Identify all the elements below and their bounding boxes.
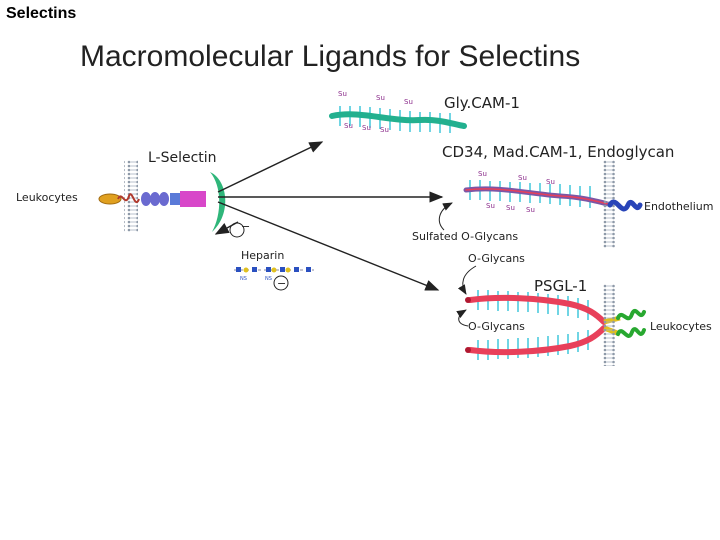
glycam-sulfate-5: Su (362, 124, 371, 132)
glycam-sulfate-6: Su (380, 126, 389, 134)
sulfated-oglycans-pointer (438, 202, 453, 231)
glycam-sulfate-1: Su (338, 90, 347, 98)
cd34-sulfate-1: Su (478, 170, 487, 178)
cd34-sulfate-3: Su (546, 178, 555, 186)
psgl-chain-lower (467, 325, 607, 356)
cd34-sulfate-6: Su (526, 206, 535, 214)
psgl-cytoplasmic-upper (616, 308, 646, 321)
slide-label: Selectins (6, 5, 77, 22)
inhibit-circle-lower (273, 275, 289, 291)
glycam-label: Gly.CAM-1 (444, 94, 520, 112)
cd34-sulfate-4: Su (486, 202, 495, 210)
cd34-core (465, 188, 609, 205)
endothelium-anchor (607, 199, 643, 212)
l-selectin-domains (141, 191, 206, 207)
cd34-sulfate-5: Su (506, 204, 515, 212)
oglycans-top-label: O-Glycans (468, 252, 525, 265)
cd34-label: CD34, Mad.CAM-1, Endoglycan (442, 143, 674, 161)
sulfated-oglycans-label: Sulfated O-Glycans (412, 230, 518, 243)
lectin-domain (210, 172, 226, 232)
endothelium-label: Endothelium (644, 200, 714, 213)
glycam-sulfate-3: Su (404, 98, 413, 106)
leukocyte-membrane (124, 160, 138, 232)
inhibit-circle-upper (229, 222, 245, 238)
egf-domain (180, 191, 206, 207)
inhibit-symbol-lower: − (277, 277, 286, 290)
glycam-sulfate-2: Su (376, 94, 385, 102)
psgl-cytoplasmic-lower (616, 327, 646, 338)
oglycans-bottom-label: O-Glycans (468, 320, 525, 333)
leukocytes-right-label: Leukocytes (650, 320, 712, 333)
leukocytes-left-label: Leukocytes (16, 191, 78, 204)
membrane-anchor (98, 193, 122, 205)
oglycans-top-pointer (457, 265, 477, 295)
diagram-title: Macromolecular Ligands for Selectins (80, 40, 581, 73)
arrow-to-psgl (217, 201, 440, 291)
leukocyte-membrane-right (601, 284, 615, 366)
heparin-chain (234, 267, 314, 273)
psgl-terminus-lower (465, 347, 471, 353)
oglycans-bottom-pointer (456, 309, 469, 327)
glycam-backbone (329, 111, 467, 129)
transmembrane-coil (117, 193, 140, 204)
psgl-terminus-upper (465, 297, 471, 303)
ns-mark-2: NS (265, 276, 272, 282)
cd34-sulfate-2: Su (518, 174, 527, 182)
l-selectin-label: L-Selectin (148, 150, 217, 166)
inhibit-symbol-upper: − (241, 220, 250, 233)
glycam-sulfate-4: Su (344, 122, 353, 130)
psgl-label: PSGL-1 (534, 277, 587, 295)
heparin-label: Heparin (241, 249, 284, 262)
arrow-to-glycam (217, 141, 324, 193)
ns-mark-1: NS (240, 276, 247, 282)
psgl-chain-upper (467, 294, 607, 325)
